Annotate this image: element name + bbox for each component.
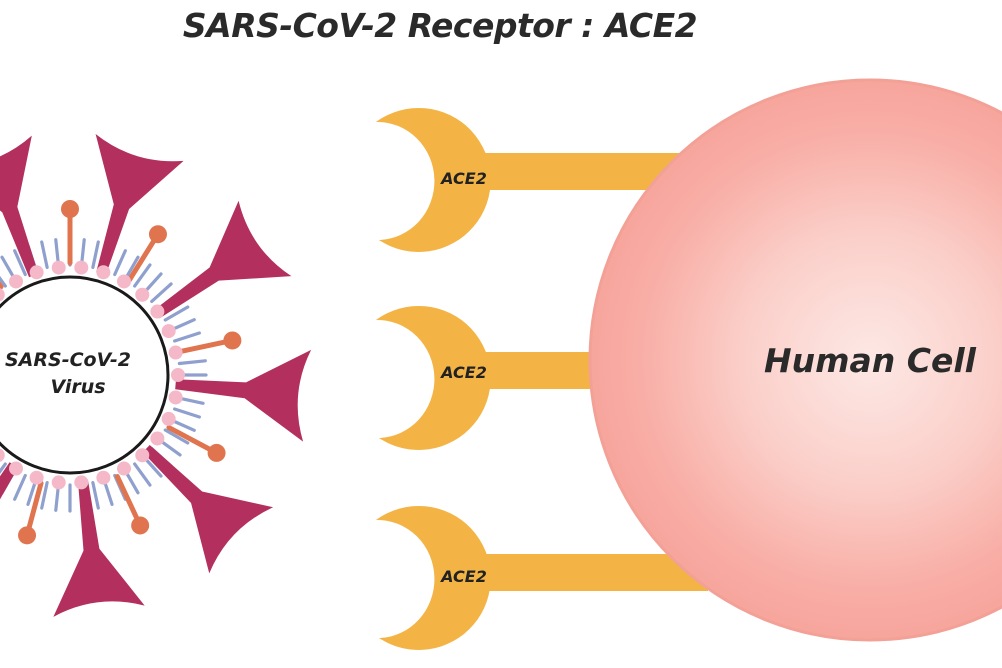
membrane-line bbox=[173, 407, 201, 419]
membrane-line bbox=[177, 359, 207, 366]
membrane-dot bbox=[168, 390, 183, 405]
receptor-3-stalk bbox=[478, 554, 708, 591]
human-cell: Human Cell bbox=[588, 78, 1002, 642]
virus-membrane-dots bbox=[0, 260, 185, 490]
virus-spike-proteins bbox=[0, 133, 312, 617]
receptor-1: ACE2 bbox=[376, 107, 491, 252]
membrane-dot bbox=[29, 470, 44, 485]
membrane-line bbox=[40, 480, 49, 510]
membrane-dot bbox=[9, 274, 23, 289]
membrane-dot bbox=[117, 461, 131, 476]
virus-envelope bbox=[0, 275, 170, 475]
membrane-line bbox=[91, 240, 100, 270]
membrane-dot bbox=[51, 260, 66, 275]
membrane-line bbox=[163, 428, 190, 445]
human-cell-label: Human Cell bbox=[764, 341, 977, 380]
virus-label-line1: SARS-CoV-2 bbox=[5, 349, 131, 371]
membrane-dot bbox=[96, 265, 111, 280]
receptor-1-label: ACE2 bbox=[439, 169, 487, 188]
receptor-3-label: ACE2 bbox=[439, 567, 487, 586]
virus-label-line2: Virus bbox=[50, 376, 105, 398]
small-protein-stalk bbox=[166, 425, 214, 453]
membrane-line bbox=[40, 240, 49, 270]
receptor-3: ACE2 bbox=[376, 505, 491, 650]
membrane-dot bbox=[9, 461, 23, 476]
membrane-line bbox=[173, 331, 201, 343]
small-protein-stalk bbox=[177, 339, 230, 355]
membrane-line bbox=[133, 263, 152, 288]
receptor-2: ACE2 bbox=[376, 305, 491, 450]
virus-small-proteins bbox=[0, 200, 242, 545]
receptor-2-head bbox=[376, 305, 491, 450]
membrane-line bbox=[0, 462, 7, 475]
small-protein-head bbox=[148, 225, 167, 244]
membrane-line bbox=[113, 249, 127, 277]
small-protein-head bbox=[207, 443, 226, 462]
human-cell-body bbox=[588, 78, 1002, 642]
membrane-line bbox=[133, 462, 152, 487]
small-protein-stalk bbox=[26, 480, 44, 533]
membrane-dot bbox=[29, 265, 44, 280]
membrane-line bbox=[91, 480, 100, 510]
receptor-3-head bbox=[376, 505, 491, 650]
membrane-dot bbox=[161, 411, 176, 426]
membrane-dot bbox=[135, 287, 150, 302]
membrane-dot bbox=[74, 475, 89, 490]
membrane-dot bbox=[0, 448, 5, 462]
receptor-1-head bbox=[376, 107, 491, 252]
spike-protein bbox=[153, 200, 292, 319]
sars-cov-2-virus: SARS-CoV-2 Virus bbox=[0, 133, 312, 617]
small-protein-head bbox=[61, 200, 79, 218]
membrane-dot bbox=[150, 304, 165, 319]
small-protein-stalk bbox=[126, 236, 158, 283]
spike-protein bbox=[0, 462, 19, 500]
small-protein-head bbox=[18, 526, 37, 545]
membrane-dot bbox=[161, 324, 176, 339]
membrane-line bbox=[163, 305, 190, 322]
small-protein-stalk bbox=[114, 474, 141, 523]
receptor-2-label: ACE2 bbox=[439, 363, 487, 382]
membrane-dot bbox=[150, 431, 165, 446]
membrane-line bbox=[13, 473, 27, 501]
small-protein-head bbox=[131, 516, 150, 535]
spike-protein bbox=[53, 479, 145, 617]
membrane-dot bbox=[96, 470, 111, 485]
spike-protein bbox=[142, 445, 274, 574]
membrane-dot bbox=[135, 448, 150, 463]
membrane-line bbox=[0, 275, 7, 288]
spike-protein bbox=[0, 135, 39, 278]
membrane-dot bbox=[74, 260, 89, 275]
small-protein-head bbox=[223, 331, 242, 350]
membrane-dot bbox=[117, 274, 131, 289]
spike-protein bbox=[95, 133, 184, 276]
membrane-line bbox=[150, 282, 173, 303]
spike-protein bbox=[175, 349, 312, 442]
membrane-dot bbox=[0, 288, 5, 302]
membrane-line bbox=[13, 249, 27, 277]
membrane-dot bbox=[168, 345, 183, 360]
membrane-dot bbox=[171, 368, 185, 382]
membrane-dot bbox=[51, 475, 66, 490]
page-title: SARS-CoV-2 Receptor : ACE2 bbox=[182, 6, 698, 45]
